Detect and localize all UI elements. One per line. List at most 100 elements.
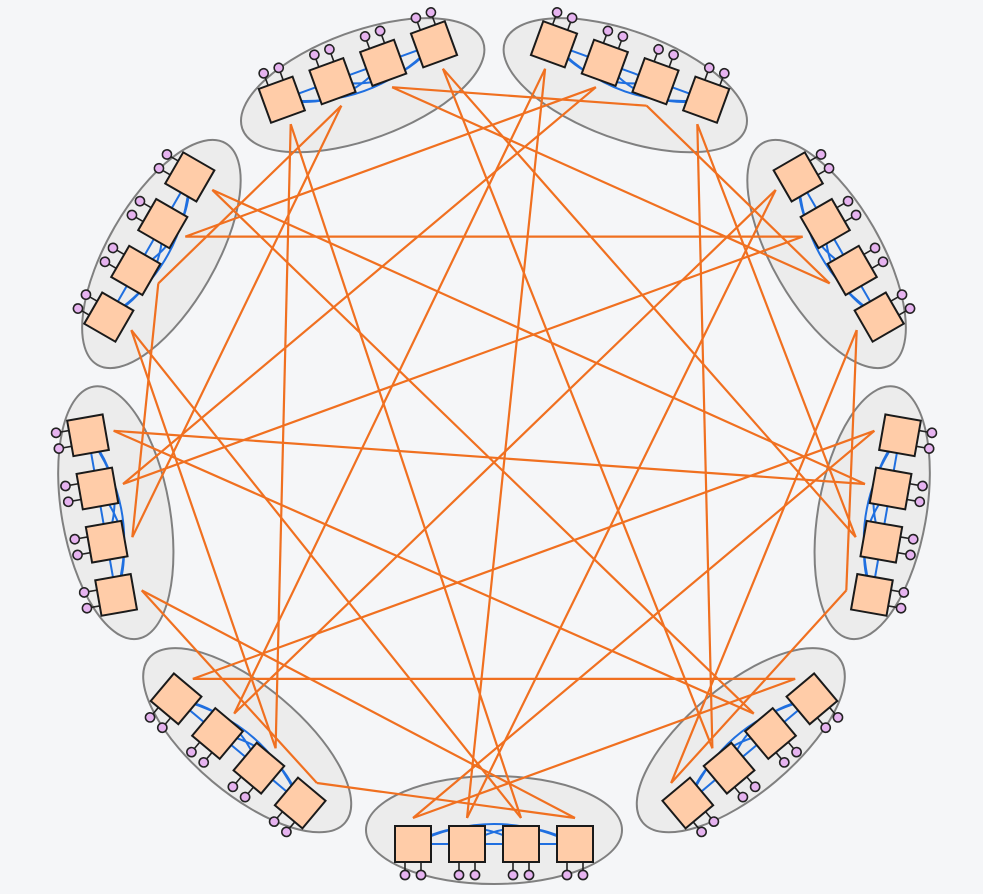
global-link — [670, 589, 848, 784]
router-node — [681, 62, 731, 125]
global-links-layer — [113, 67, 876, 820]
endpoint-node — [602, 25, 614, 37]
global-link — [233, 189, 777, 715]
endpoint-link — [668, 58, 674, 68]
endpoint-link — [602, 34, 608, 44]
router-node — [785, 672, 844, 734]
endpoint-link — [162, 169, 171, 176]
router-node — [702, 741, 761, 803]
endpoint-node — [198, 756, 210, 768]
endpoint-link — [906, 498, 916, 502]
global-link — [391, 86, 831, 285]
router-node — [772, 149, 835, 203]
router-box — [826, 244, 879, 297]
global-link — [211, 188, 866, 486]
endpoint-node — [923, 443, 935, 454]
global-link — [442, 67, 857, 538]
endpoint-link — [288, 821, 296, 830]
global-link — [113, 429, 755, 715]
endpoint-link — [314, 58, 320, 68]
endpoint-node — [561, 869, 573, 881]
router-box — [868, 466, 913, 511]
endpoint-node — [749, 781, 761, 793]
global-link — [122, 235, 804, 486]
router-box — [631, 56, 680, 106]
endpoint-link — [871, 263, 880, 270]
global-link — [696, 124, 714, 749]
endpoint-node — [718, 67, 730, 79]
endpoint-link — [59, 429, 70, 433]
router-box — [136, 197, 189, 250]
endpoint-link — [193, 741, 201, 750]
router-node — [826, 242, 889, 297]
router-box — [65, 413, 111, 458]
router-group — [635, 647, 846, 834]
endpoint-link — [431, 15, 437, 25]
router-node — [268, 776, 327, 838]
endpoint-node — [359, 31, 371, 42]
router-box — [448, 825, 486, 863]
global-link — [670, 329, 858, 784]
endpoint-node — [791, 746, 802, 758]
endpoint-link — [365, 39, 371, 49]
local-link — [797, 176, 880, 318]
global-link — [233, 68, 547, 715]
endpoint-link — [704, 811, 712, 820]
endpoint-link — [276, 811, 284, 820]
endpoint-link — [617, 39, 623, 49]
endpoint-node — [703, 62, 715, 74]
router-node — [409, 7, 459, 69]
endpoint-link — [746, 776, 754, 785]
endpoint-node — [815, 149, 827, 160]
endpoint-link — [279, 71, 284, 81]
router-node — [358, 25, 408, 88]
global-link — [211, 189, 755, 715]
endpoint-node — [324, 43, 335, 55]
endpoint-node — [62, 496, 74, 508]
endpoint-node — [577, 869, 589, 881]
router-box — [661, 776, 715, 830]
endpoint-link — [733, 786, 741, 795]
endpoint-node — [850, 209, 862, 221]
endpoint-node — [153, 162, 165, 174]
router-node — [50, 413, 111, 458]
endpoint-node — [914, 496, 926, 508]
router-box — [273, 776, 327, 830]
endpoint-link — [787, 741, 795, 750]
router-node — [60, 466, 120, 511]
endpoint-node — [69, 533, 81, 545]
endpoint-link — [152, 706, 160, 715]
endpoint-node — [134, 195, 146, 207]
endpoint-node — [258, 67, 270, 79]
endpoint-link — [916, 445, 926, 449]
global-link — [274, 124, 292, 749]
endpoint-node — [239, 791, 251, 803]
endpoint-node — [904, 303, 916, 314]
router-box — [785, 672, 839, 726]
endpoint-link — [116, 249, 125, 256]
endpoint-link — [264, 76, 269, 86]
endpoint-node — [308, 49, 320, 61]
endpoint-link — [89, 295, 98, 302]
router-node — [144, 672, 203, 734]
global-link — [412, 429, 876, 819]
endpoint-link — [551, 15, 557, 25]
global-link — [141, 589, 576, 819]
local-link — [862, 434, 901, 596]
router-box — [232, 741, 286, 795]
endpoint-link — [69, 482, 79, 487]
router-box — [409, 19, 459, 69]
endpoint-node — [415, 869, 427, 881]
router-node — [126, 195, 189, 250]
endpoint-link — [844, 216, 853, 223]
endpoint-link — [898, 309, 907, 316]
router-box — [149, 672, 203, 726]
router-box — [257, 75, 307, 125]
endpoint-node — [926, 427, 938, 439]
router-node — [78, 572, 139, 617]
router-box — [358, 38, 408, 88]
endpoint-link — [380, 34, 386, 44]
router-box — [82, 291, 135, 344]
